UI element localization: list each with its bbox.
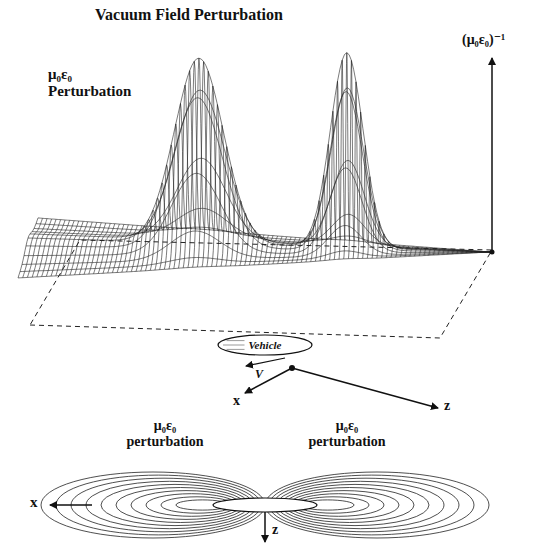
- mesh-line: [56, 221, 74, 276]
- x-axis: [245, 368, 292, 393]
- mesh-line: [197, 62, 209, 267]
- vehicle-ellipse: Vehicle: [217, 334, 313, 356]
- mesh-line: [46, 220, 65, 276]
- axis-label: z: [444, 398, 450, 414]
- z-axis: [264, 512, 266, 542]
- mesh-line: [24, 168, 490, 256]
- wireframe: [18, 53, 490, 278]
- title: Vacuum Field Perturbation: [95, 6, 283, 24]
- mesh-line: [89, 223, 106, 274]
- region-label: μ₀ε₀ Perturbation: [48, 66, 158, 101]
- mesh-line: [117, 225, 133, 272]
- region-label: μ₀ε₀ perturbation: [115, 418, 215, 450]
- axis-label: z: [272, 522, 278, 538]
- vertical-axis: [491, 58, 493, 252]
- mesh-line: [75, 222, 93, 275]
- mesh-line: [65, 221, 83, 275]
- ellipse-shape: [218, 335, 312, 355]
- mesh-line: [98, 224, 115, 274]
- velocity-arrow: [246, 358, 285, 366]
- x-axis: [50, 504, 92, 506]
- mesh-line: [26, 92, 490, 253]
- mesh-line: [51, 220, 70, 276]
- mesh-line: [108, 224, 124, 273]
- mesh-line: [150, 198, 164, 270]
- mesh-line: [183, 71, 196, 268]
- velocity-label: V: [255, 368, 263, 382]
- hatch-line: [227, 340, 245, 341]
- mesh-line: [18, 252, 490, 278]
- axis-label: x: [233, 393, 240, 409]
- mesh-line: [42, 220, 61, 277]
- axis-origin: [490, 250, 495, 255]
- mesh-line: [193, 58, 206, 267]
- hatch-line: [227, 349, 245, 350]
- region-label: μ₀ε₀ perturbation: [297, 418, 397, 450]
- mesh-line: [122, 225, 138, 272]
- axis-label: x: [30, 494, 38, 511]
- mesh-line: [112, 225, 128, 273]
- mesh-line: [36, 224, 490, 252]
- vehicle-label: Vehicle: [249, 339, 282, 351]
- mesh-line: [32, 158, 490, 252]
- hatch-line: [223, 345, 245, 346]
- mesh-line: [94, 223, 111, 273]
- mesh-line: [84, 223, 101, 275]
- mesh-line: [103, 224, 119, 273]
- mesh-line: [34, 208, 490, 252]
- mesh-line: [344, 53, 350, 259]
- mesh-line: [70, 222, 88, 275]
- z-axis: [292, 368, 438, 408]
- mesh-line: [38, 218, 490, 252]
- mesh-line: [202, 71, 214, 267]
- vehicle-outline: [213, 498, 317, 512]
- mesh-line: [61, 221, 79, 276]
- mesh-line: [249, 230, 259, 265]
- mesh-line: [216, 125, 228, 266]
- axis-label: (μ₀ε₀)⁻¹: [462, 32, 505, 48]
- mesh-line: [188, 61, 201, 267]
- mesh-line: [79, 222, 96, 274]
- mesh-line: [28, 53, 490, 252]
- mesh-line: [30, 88, 490, 252]
